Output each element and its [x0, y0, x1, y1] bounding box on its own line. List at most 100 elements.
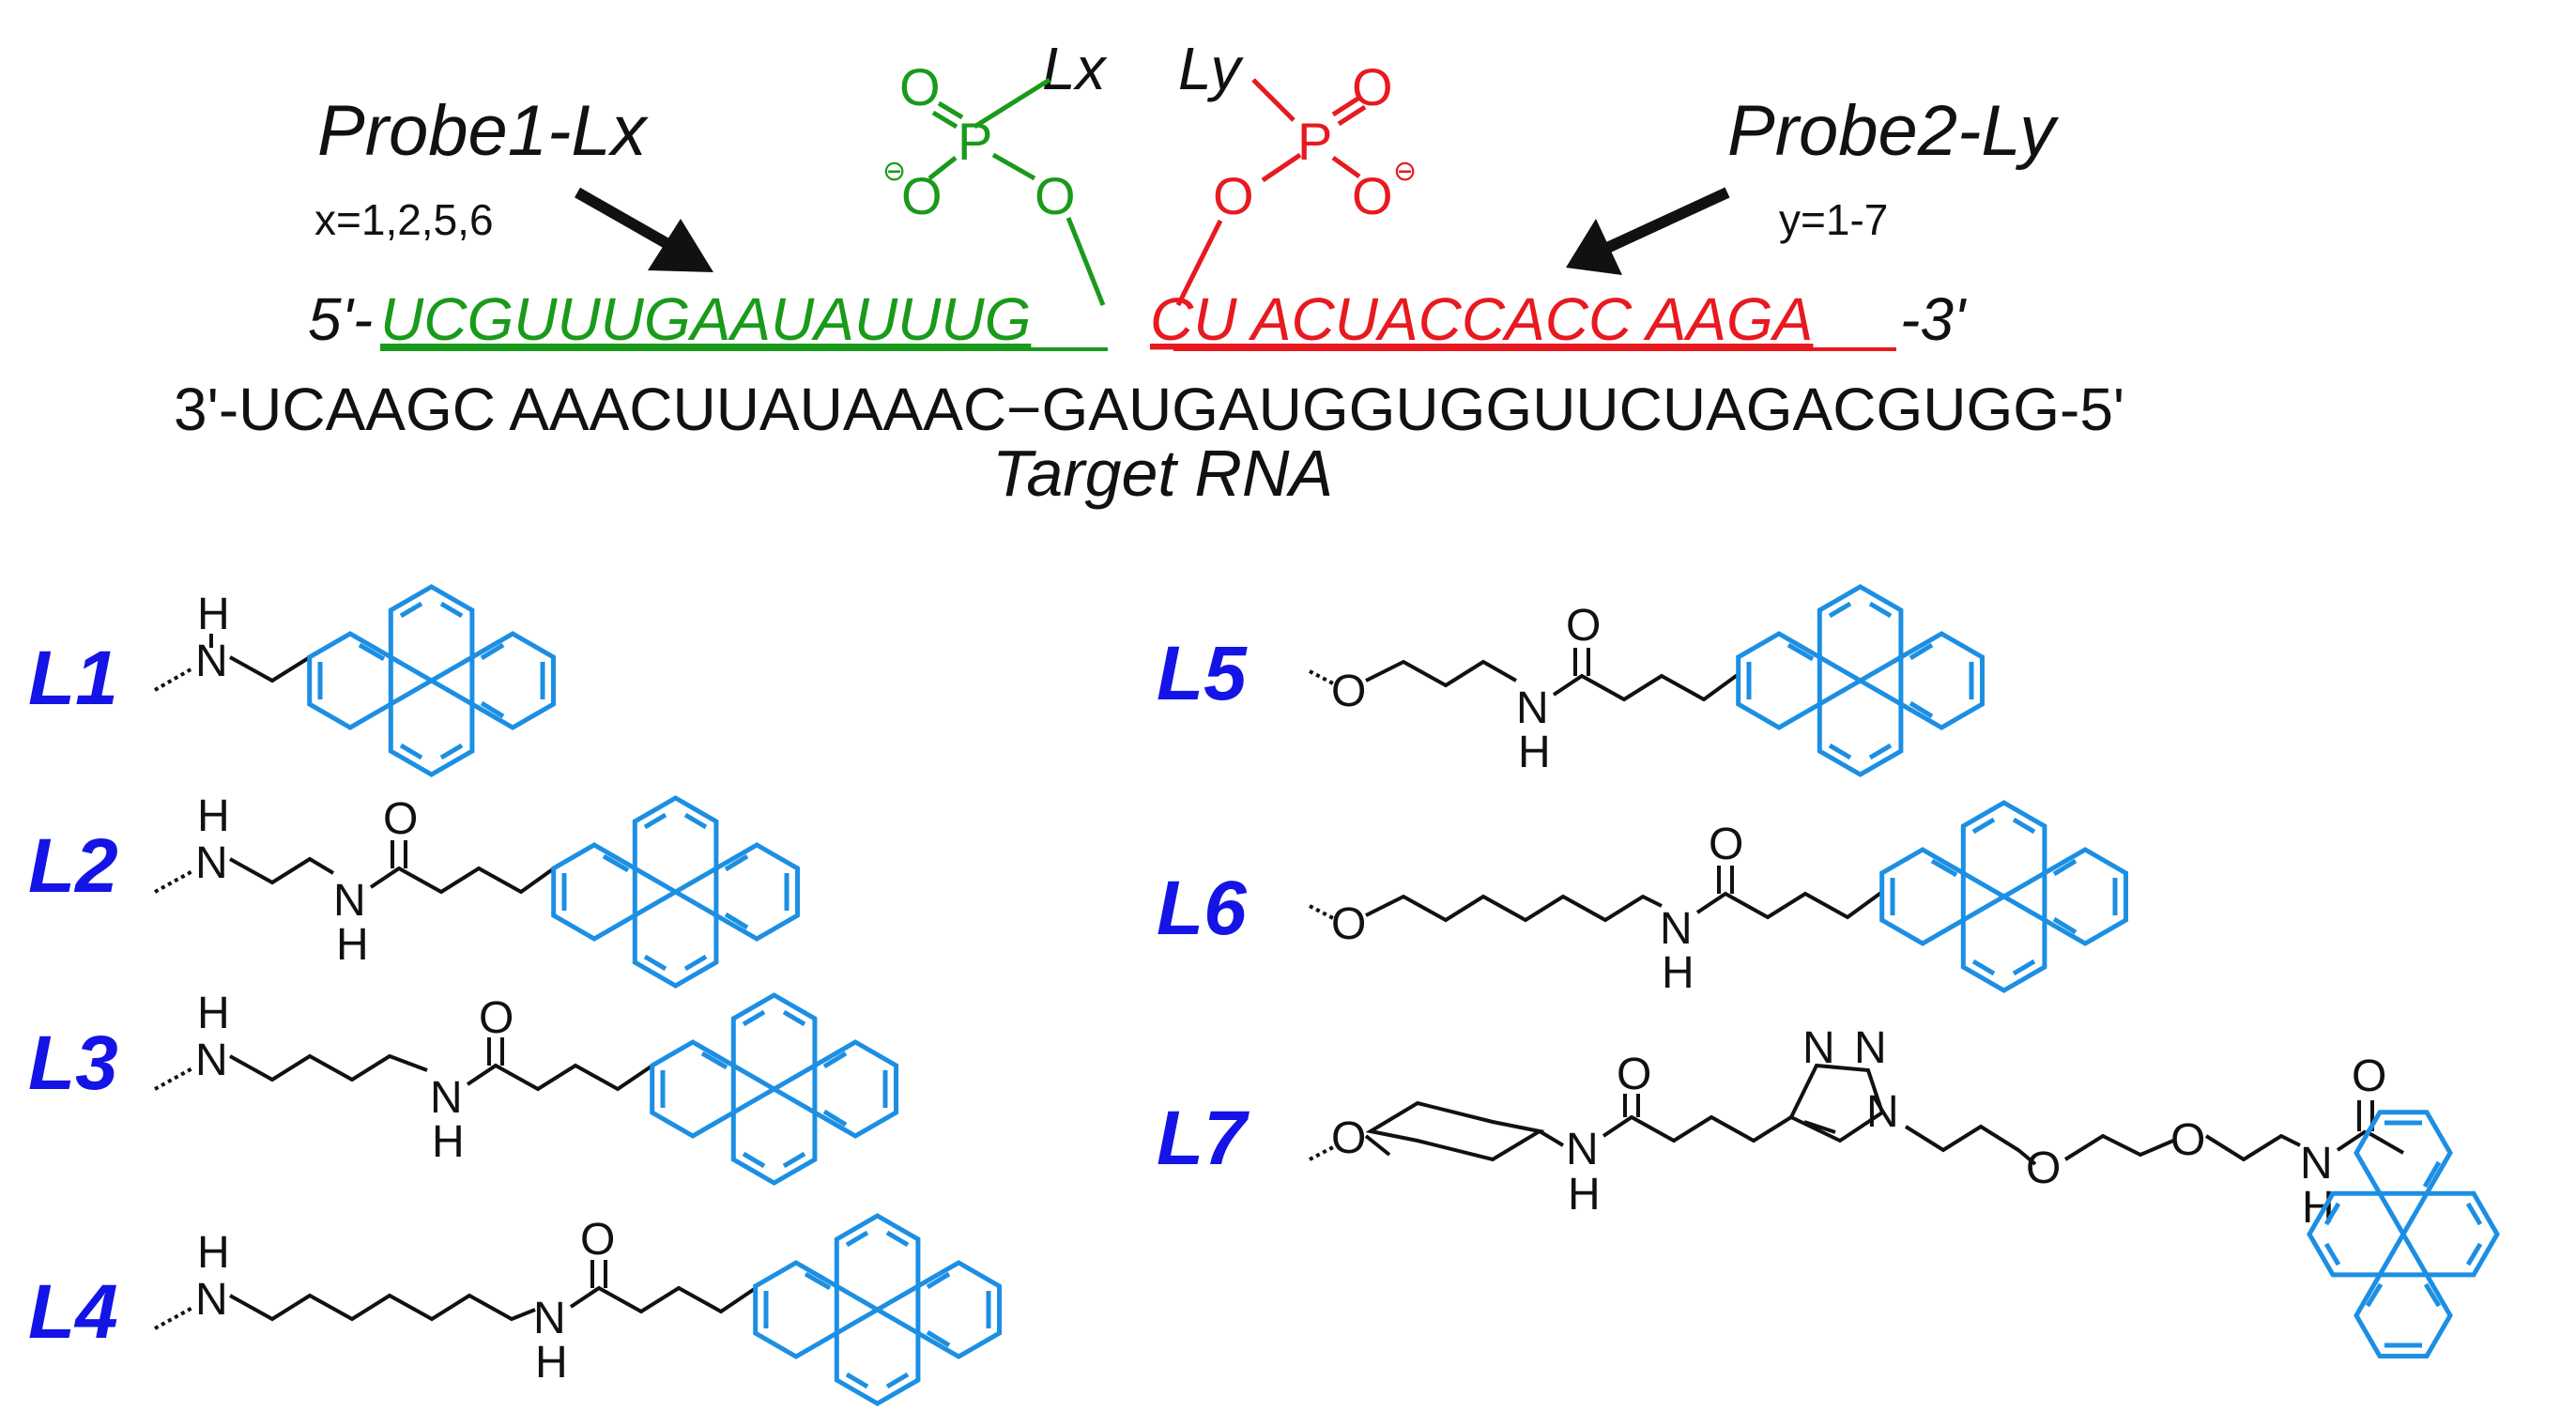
- linker-label: L7: [1157, 1096, 1250, 1181]
- atom-label: H: [197, 989, 230, 1038]
- bond-chain: [1552, 672, 1740, 702]
- linker-label: L1: [28, 636, 118, 721]
- atom-label: O: [2170, 1115, 2205, 1165]
- phosphate-right-p: P: [1297, 112, 1332, 171]
- atom-label: O: [1331, 1113, 1366, 1163]
- atom-label: O: [1331, 899, 1366, 949]
- atom-label: H: [1662, 948, 1694, 998]
- pyrene-unit: [554, 798, 798, 986]
- pyrene-unit: [756, 1216, 1000, 1404]
- atom-label: H: [432, 1117, 465, 1167]
- target-sequence: 3'-UCAAGC AAACUUAUAAAC−GAUGAUGGUGGUUCUAG…: [174, 376, 2124, 443]
- atom-label: N: [1866, 1087, 1899, 1137]
- header-group: Lx Ly Probe1-Lx x=1,2,5,6 Probe2-Ly y=1-…: [314, 35, 2059, 307]
- ly-label: Ly: [1178, 35, 1244, 102]
- probe2-suffix: -3': [1900, 285, 1968, 353]
- linker-l6: L6 O N H O: [1157, 803, 2126, 998]
- probe2-sequence: CU ACUACCACC AAGA: [1150, 285, 1813, 353]
- atom-label: N: [2300, 1139, 2333, 1189]
- bond-chain: [1602, 1114, 1793, 1143]
- phosphate-left: O P O O ⊖: [882, 57, 1106, 306]
- bond-chain: [229, 1293, 536, 1322]
- bond-chain: [569, 1285, 758, 1314]
- atom-label: O: [2352, 1051, 2386, 1101]
- atom-label: O: [1331, 667, 1366, 716]
- probe1-title: Probe1-Lx: [317, 91, 650, 171]
- atom-label: N: [333, 876, 366, 926]
- probe1-prefix: 5'-: [308, 285, 373, 353]
- bond-chain: [229, 655, 312, 683]
- atom-label: N: [1802, 1023, 1835, 1073]
- linker-l1: L1 H N: [28, 587, 554, 775]
- atom-label: O: [479, 993, 514, 1043]
- bond-chain: [2063, 1133, 2174, 1161]
- probe1-range: x=1,2,5,6: [314, 195, 494, 244]
- sequence-block: 5'- UCGUUUGAAUAUUUG CU ACUACCACC AAGA -3…: [174, 285, 2124, 510]
- probe1-sequence: UCGUUUGAAUAUUUG: [380, 285, 1031, 353]
- probe2-title: Probe2-Ly: [1727, 91, 2059, 171]
- atom-label: H: [1518, 728, 1551, 777]
- atom-label: H: [535, 1338, 568, 1388]
- bond-chain: [1695, 890, 1884, 920]
- atom-label: N: [1854, 1023, 1887, 1073]
- cyclohexane-ring: [1365, 1100, 1545, 1162]
- linker-l4: L4 H N N H O: [28, 1215, 1000, 1404]
- phosphate-left-o-left: O: [901, 166, 943, 225]
- atom-label: H: [197, 791, 230, 841]
- linker-label: L6: [1157, 866, 1248, 951]
- bond-chain: [1904, 1124, 2037, 1166]
- atom-label: O: [383, 794, 418, 844]
- probe2-arrow: [1566, 187, 1730, 275]
- target-caption: Target RNA: [992, 437, 1333, 510]
- atom-label: H: [1568, 1170, 1601, 1220]
- bond: [1803, 1120, 1836, 1134]
- pyrene-unit: [310, 587, 554, 775]
- wedge-bond: [1309, 904, 1334, 920]
- bond-chain: [1365, 659, 1517, 688]
- phosphate-left-o-right: O: [1035, 166, 1076, 225]
- pyrene-unit: [652, 995, 897, 1183]
- linker-label: L5: [1157, 631, 1248, 716]
- atom-label: N: [1660, 904, 1693, 954]
- linker-label: L4: [28, 1269, 118, 1355]
- atom-label: N: [195, 1275, 228, 1325]
- atom-label: N: [195, 838, 228, 888]
- phosphate-left-p: P: [958, 112, 992, 171]
- lx-label: Lx: [1042, 35, 1108, 102]
- atom-label: N: [1516, 683, 1549, 733]
- wedge-bond: [154, 1306, 193, 1330]
- phosphate-right-charge: ⊖: [1393, 156, 1417, 187]
- bond-chain: [466, 1063, 654, 1092]
- bond-chain: [1365, 894, 1663, 923]
- phosphate-left-charge: ⊖: [882, 156, 906, 187]
- atom-label: O: [1617, 1050, 1651, 1099]
- bond-chain: [229, 1053, 428, 1082]
- linker-l5: L5 O N H O: [1157, 587, 1983, 777]
- phosphate-left-o-top: O: [899, 57, 941, 116]
- bond: [1538, 1129, 1565, 1147]
- atom-label: O: [2026, 1143, 2061, 1193]
- wedge-bond: [154, 869, 193, 894]
- probe2-range: y=1-7: [1779, 195, 1888, 244]
- atom-label: N: [195, 1036, 228, 1085]
- linker-label: L2: [28, 823, 118, 909]
- bond-chain: [229, 856, 335, 885]
- wedge-bond: [154, 1066, 193, 1091]
- linker-l7: L7 O N H O N N N O O N H O: [1157, 1023, 2497, 1357]
- atom-label: O: [1709, 820, 1743, 869]
- bond: [2336, 1129, 2368, 1152]
- wedge-bond: [154, 667, 193, 692]
- linker-label: L3: [28, 1020, 118, 1106]
- bond: [2365, 1129, 2404, 1155]
- probe1-arrow: [575, 187, 713, 272]
- atom-label: O: [580, 1215, 615, 1265]
- phosphate-right: O P O O ⊖: [1175, 57, 1417, 307]
- phosphate-right-o-right: O: [1352, 166, 1393, 225]
- triazole-ring: [1788, 1063, 1885, 1143]
- atom-label: H: [197, 590, 230, 639]
- atom-label: H: [2302, 1183, 2335, 1233]
- bond-chain: [2204, 1133, 2301, 1162]
- phosphate-right-o-top: O: [1352, 57, 1393, 116]
- wedge-bond: [1309, 669, 1334, 685]
